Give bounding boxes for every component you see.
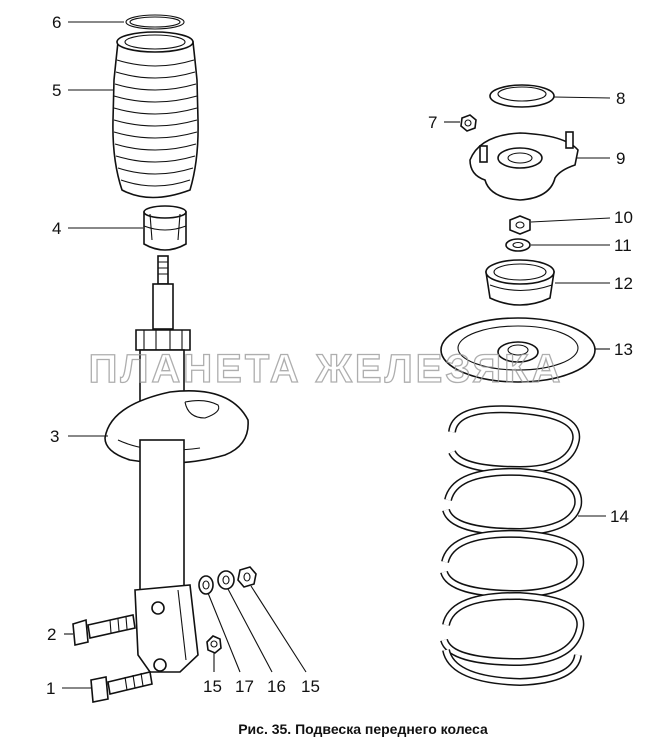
label-5: 5 (52, 81, 61, 100)
watermark: ПЛАНЕТА ЖЕЛЕЗЯКА (89, 347, 564, 391)
part-15-nut-upper (237, 566, 257, 588)
part-5-dust-boot (112, 31, 199, 199)
part-10-nut (509, 215, 531, 235)
part-15-nut-lower (206, 635, 222, 654)
part-3-strut (104, 255, 249, 673)
figure-caption: Рис. 35. Подвеска переднего колеса (238, 721, 488, 737)
leader-lines (62, 21, 611, 689)
label-6: 6 (52, 13, 61, 32)
label-12: 12 (614, 274, 633, 293)
part-11-washer (505, 238, 531, 252)
label-16: 16 (267, 677, 286, 696)
part-13-spring-seat (440, 317, 596, 383)
label-15-upper: 15 (301, 677, 320, 696)
part-labels: 6 5 4 3 2 1 8 7 9 10 11 12 13 14 15 17 1… (46, 13, 633, 698)
label-14: 14 (610, 507, 629, 526)
label-9: 9 (616, 149, 625, 168)
part-12-bearing (485, 259, 555, 306)
label-11: 11 (614, 236, 632, 255)
part-8-cap (489, 84, 555, 108)
label-13: 13 (614, 340, 633, 359)
part-9-support-mount (469, 131, 579, 201)
part-1-bolt (90, 671, 153, 703)
label-15-lower: 15 (203, 677, 222, 696)
label-8: 8 (616, 89, 625, 108)
label-3: 3 (50, 427, 59, 446)
label-17: 17 (235, 677, 254, 696)
label-4: 4 (52, 219, 61, 238)
part-14-coil-spring (440, 405, 585, 687)
part-16-washer (217, 570, 235, 590)
part-2-bolt (72, 614, 136, 646)
label-10: 10 (614, 208, 633, 227)
label-2: 2 (47, 625, 56, 644)
part-6-ring (125, 14, 185, 30)
part-4-bump-stop (143, 205, 187, 251)
part-7-nut (460, 114, 477, 132)
label-1: 1 (46, 679, 55, 698)
label-7: 7 (428, 113, 437, 132)
part-17-washer (198, 575, 214, 595)
